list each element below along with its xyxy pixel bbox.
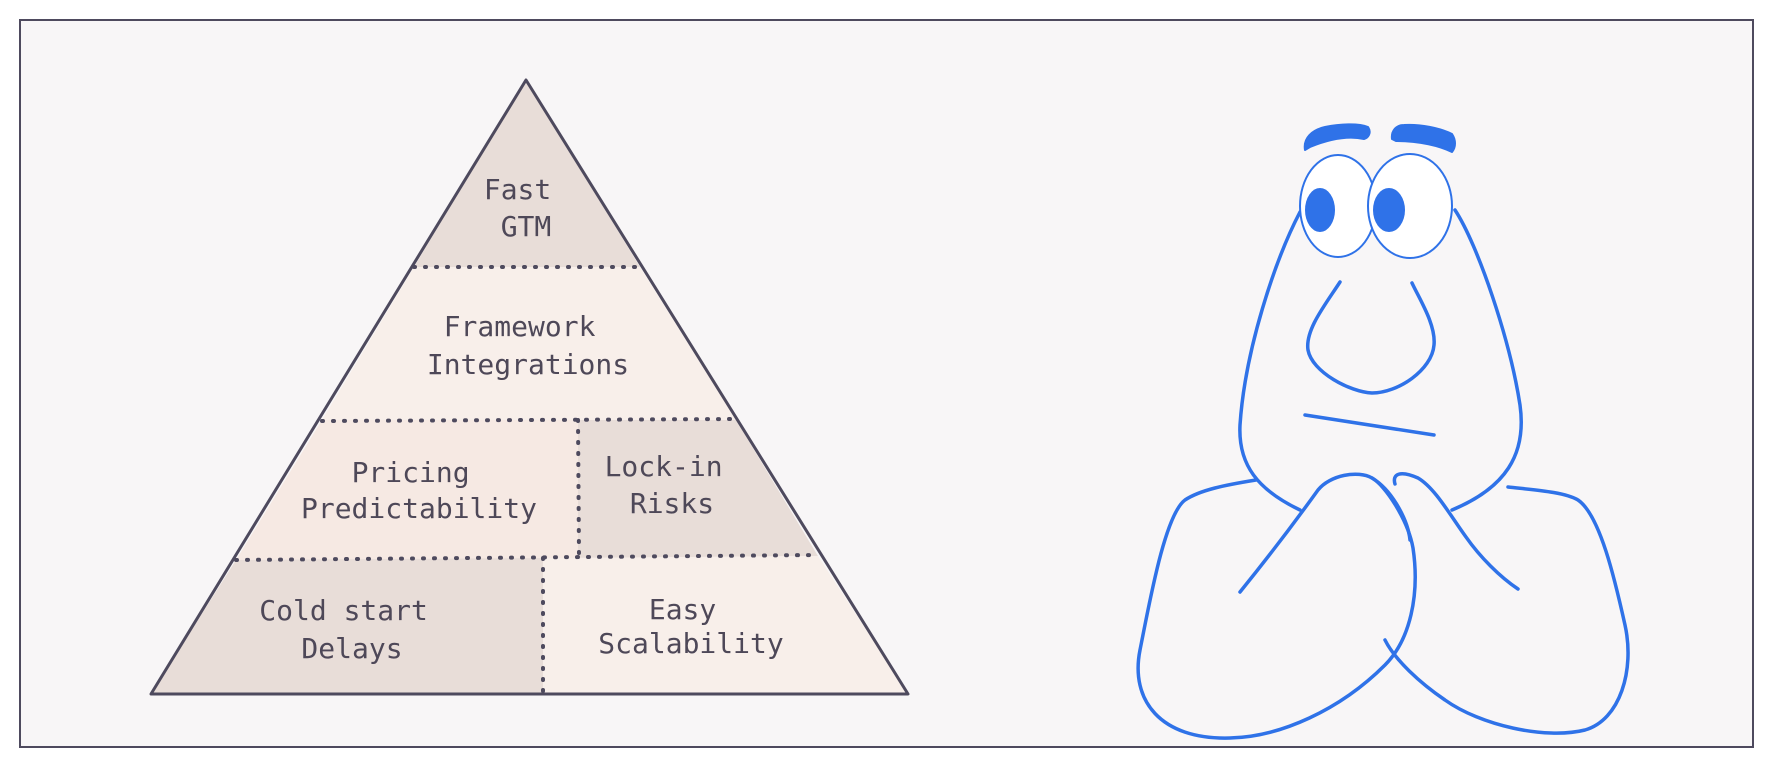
- pyramid-tier-third-right: [578, 420, 818, 558]
- label-fast-gtm: Fast GTM: [484, 173, 568, 243]
- thinking-character-icon: [1136, 123, 1630, 740]
- hands-fingers-icon: [1370, 476, 1412, 542]
- pyramid-tier-third-left: [236, 420, 578, 560]
- left-pupil-icon: [1305, 188, 1335, 232]
- pyramid-tier-second: [322, 267, 736, 420]
- label-line: Pricing: [352, 456, 470, 489]
- nose-icon: [1306, 280, 1436, 395]
- pyramid-outline: [149, 78, 910, 696]
- right-pupil-icon: [1373, 188, 1405, 232]
- head-outline: [1238, 210, 1302, 512]
- label-cold-start-delays: Cold start Delays: [259, 594, 444, 665]
- right-eyebrow-icon: [1390, 123, 1456, 153]
- right-arm-icon: [1383, 485, 1630, 735]
- label-lock-in-risks: Lock-in Risks: [605, 450, 740, 520]
- pyramid: Fast GTM Framework Integrations Pricing …: [149, 78, 910, 696]
- pyramid-tier-top: [414, 80, 640, 267]
- divider-third: [234, 553, 820, 562]
- label-line: Risks: [630, 487, 714, 520]
- mouth-icon: [1303, 413, 1436, 437]
- label-line: Framework: [444, 310, 596, 343]
- label-framework-integrations: Framework Integrations: [427, 310, 629, 381]
- label-line: Cold start: [259, 594, 428, 627]
- pyramid-dividers: [234, 265, 820, 696]
- divider-second: [320, 417, 738, 423]
- label-line: Scalability: [598, 627, 783, 660]
- label-line: GTM: [501, 210, 552, 243]
- label-line: Easy: [649, 593, 716, 626]
- label-easy-scalability: Easy Scalability: [598, 593, 783, 660]
- head-outline-right: [1450, 208, 1523, 512]
- label-line: Fast: [484, 173, 551, 206]
- label-pricing-predictability: Pricing Predictability: [301, 456, 537, 525]
- divider-vertical-upper: [576, 418, 581, 558]
- label-line: Predictability: [301, 492, 537, 525]
- pyramid-tier-bottom-right: [543, 556, 908, 694]
- label-line: Lock-in: [605, 450, 723, 483]
- pyramid-tier-bottom-left: [151, 558, 543, 694]
- left-eyebrow-icon: [1303, 123, 1371, 151]
- label-line: Integrations: [427, 348, 629, 381]
- right-hand-icon: [1392, 472, 1520, 591]
- left-arm-icon: [1136, 472, 1417, 740]
- label-line: Delays: [301, 632, 402, 665]
